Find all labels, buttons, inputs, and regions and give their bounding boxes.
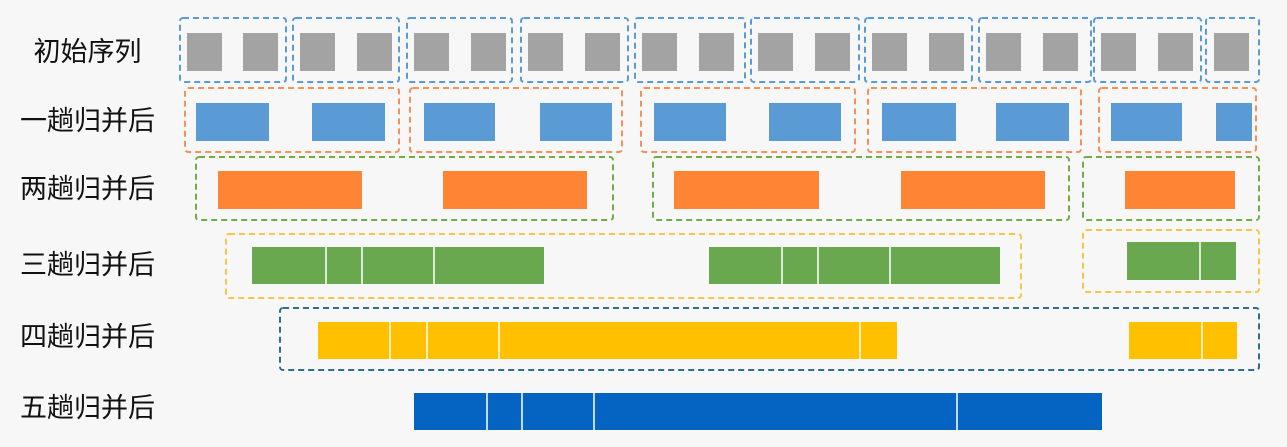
yellow-run-1 — [318, 322, 897, 359]
gray-element-18 — [1158, 33, 1193, 71]
gray-element-16 — [1043, 33, 1078, 71]
frame-pass-4-1 — [279, 307, 1260, 371]
row-label-initial: 初始序列 — [33, 37, 142, 68]
gray-element-7 — [528, 33, 563, 71]
row-label-pass-3: 三趟归并后 — [20, 250, 155, 281]
frame-pass-2-1 — [195, 156, 614, 221]
gray-element-13 — [872, 33, 907, 71]
blue-run-5 — [654, 103, 726, 141]
gray-element-1 — [187, 33, 222, 71]
gray-element-6 — [471, 33, 506, 71]
orange-run-4 — [901, 171, 1045, 209]
orange-run-3 — [674, 171, 819, 209]
blue-run-6 — [769, 103, 841, 141]
gray-element-19 — [1214, 33, 1249, 71]
yellow-run-2 — [1129, 322, 1237, 359]
frame-initial-3 — [406, 17, 513, 83]
frame-initial-10 — [1205, 17, 1260, 83]
gray-element-10 — [699, 33, 734, 71]
frame-pass-1-5 — [1098, 87, 1257, 153]
blue-run-7 — [882, 103, 956, 141]
frame-initial-2 — [292, 17, 400, 83]
frame-pass-2-3 — [1082, 156, 1260, 221]
gray-element-4 — [357, 33, 392, 71]
gray-element-11 — [758, 33, 793, 71]
frame-pass-1-1 — [184, 87, 400, 153]
gray-element-2 — [243, 33, 278, 71]
row-label-pass-1: 一趟归并后 — [20, 106, 155, 137]
blue-run-9 — [1111, 103, 1182, 141]
frame-pass-1-4 — [867, 87, 1082, 153]
frame-initial-1 — [179, 17, 287, 83]
blue-run-4 — [540, 103, 612, 141]
gray-element-5 — [414, 33, 449, 71]
final-sorted-run — [414, 393, 1102, 430]
gray-element-8 — [585, 33, 620, 71]
blue-run-10 — [1216, 103, 1252, 141]
frame-initial-6 — [750, 17, 860, 83]
blue-run-8 — [996, 103, 1069, 141]
frame-pass-3-1 — [225, 233, 1022, 299]
green-run-2 — [709, 247, 1000, 284]
gray-element-12 — [815, 33, 850, 71]
orange-run-5 — [1125, 171, 1235, 209]
frame-initial-9 — [1093, 17, 1202, 83]
frame-pass-2-2 — [652, 156, 1070, 221]
green-run-3 — [1127, 242, 1236, 280]
gray-element-9 — [642, 33, 677, 71]
frame-initial-7 — [864, 17, 973, 83]
frame-pass-3-2 — [1082, 229, 1260, 293]
blue-run-2 — [312, 103, 385, 141]
gray-element-3 — [300, 33, 335, 71]
row-label-pass-4: 四趟归并后 — [20, 322, 155, 353]
row-label-pass-5: 五趟归并后 — [20, 393, 155, 424]
frame-initial-4 — [520, 17, 629, 83]
frame-pass-1-2 — [409, 87, 623, 153]
gray-element-15 — [986, 33, 1021, 71]
frame-initial-8 — [978, 17, 1092, 83]
gray-element-17 — [1101, 33, 1136, 71]
green-run-1 — [252, 247, 544, 284]
frame-pass-1-3 — [640, 87, 856, 153]
blue-run-1 — [196, 103, 269, 141]
blue-run-3 — [424, 103, 495, 141]
row-label-pass-2: 两趟归并后 — [20, 174, 155, 205]
orange-run-1 — [218, 171, 362, 209]
orange-run-2 — [443, 171, 587, 209]
gray-element-14 — [929, 33, 964, 71]
frame-initial-5 — [634, 17, 746, 83]
